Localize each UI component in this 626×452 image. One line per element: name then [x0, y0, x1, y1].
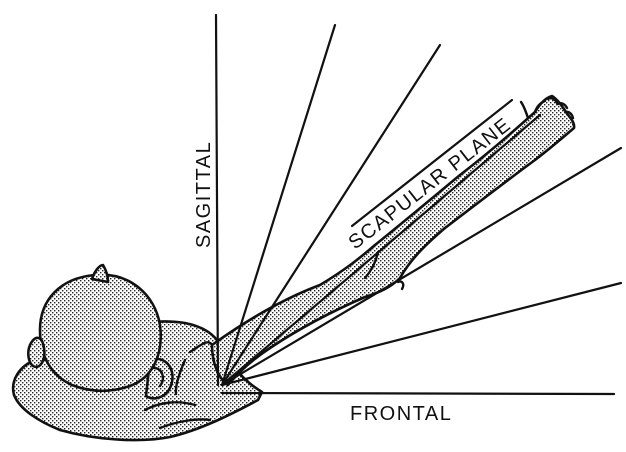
cheek-shape: [28, 338, 44, 367]
sagittal-plane-line: [216, 15, 218, 385]
head-shape: [40, 275, 161, 391]
frontal-plane-line: [222, 393, 614, 394]
forearm-crease: [398, 281, 403, 289]
hair-tuft: [92, 265, 108, 282]
thumb-shape: [521, 102, 528, 118]
frontal-label: FRONTAL: [350, 403, 452, 425]
sagittal-label: SAGITTAL: [193, 141, 215, 248]
